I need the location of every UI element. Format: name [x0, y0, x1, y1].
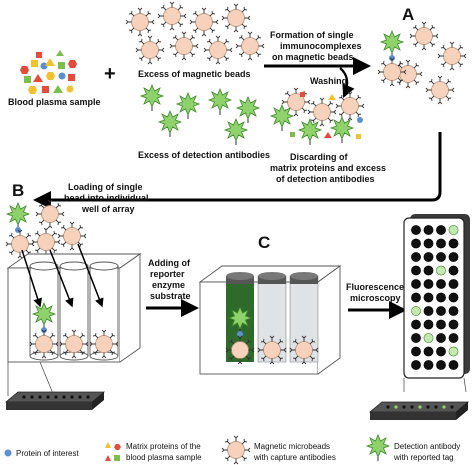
dark-well — [423, 279, 434, 289]
zoom-line-d2 — [463, 377, 467, 393]
dark-well — [436, 279, 446, 289]
label-formation-2: immunocomplexes — [280, 41, 362, 51]
dark-well — [411, 225, 421, 235]
dark-well — [448, 252, 459, 262]
dark-well — [423, 360, 434, 370]
dark-well — [411, 292, 421, 303]
dark-well — [436, 346, 446, 357]
panel-label-b: B — [12, 181, 24, 200]
dark-well — [423, 346, 434, 357]
load-arrow-2 — [49, 249, 74, 308]
array-box-c — [198, 265, 342, 375]
label-excess-beads: Excess of magnetic beads — [138, 69, 251, 79]
dark-well — [411, 360, 421, 370]
legend-beads-2: with capture antibodies — [253, 453, 336, 462]
immunocomplex-cluster — [377, 21, 467, 105]
label-discard-2: matrix proteins and excess — [270, 163, 386, 173]
microplate-b-icon — [4, 391, 106, 410]
dark-well — [423, 265, 434, 276]
label-loading-3: well of array — [81, 204, 135, 214]
fluorescent-well — [423, 333, 434, 343]
legend: Protein of interest Matrix proteins of t… — [4, 434, 460, 465]
blood-plasma-cluster — [20, 50, 77, 94]
protein-icon — [4, 449, 12, 457]
fluorescent-well — [448, 346, 459, 357]
washing-mix-cluster — [270, 87, 365, 146]
plus-sign: + — [104, 63, 116, 85]
detection-antibody-icon — [366, 434, 390, 462]
return-arrow — [33, 132, 442, 209]
dark-well — [436, 225, 446, 235]
label-loading-2: bead into individual — [64, 193, 149, 203]
dark-well — [448, 238, 459, 249]
dark-well — [448, 279, 459, 289]
legend-detect-2: with reported tag — [393, 453, 454, 462]
legend-beads-1: Magnetic microbeads — [254, 442, 330, 451]
fluorescent-well — [448, 225, 459, 235]
dark-well — [423, 252, 434, 262]
microplate-d-icon — [368, 401, 470, 420]
legend-detect-1: Detection antibody — [394, 442, 460, 451]
dark-well — [423, 319, 434, 330]
legend-matrix-2: blood plasma sample — [126, 453, 202, 462]
label-adding-2: reporter — [150, 269, 185, 279]
label-adding-1: Adding of — [148, 258, 191, 268]
dark-well — [448, 360, 459, 370]
dark-well — [448, 292, 459, 303]
dark-well — [423, 292, 434, 303]
label-formation-3: on magnetic beads — [272, 52, 354, 62]
label-adding-4: substrate — [150, 291, 191, 301]
dark-well — [411, 319, 421, 330]
legend-protein: Protein of interest — [16, 449, 79, 458]
dark-well — [448, 265, 459, 276]
dark-well — [436, 252, 446, 262]
loading-beads-cluster — [5, 199, 87, 259]
matrix-protein-icon — [105, 442, 121, 461]
label-discard-3: of detection antibodies — [276, 174, 375, 184]
dark-well — [411, 265, 421, 276]
dark-well — [411, 279, 421, 289]
label-washing: Washing — [310, 76, 347, 86]
panel-label-c: C — [258, 233, 270, 252]
dark-well — [411, 346, 421, 357]
array-wells-d — [411, 225, 459, 370]
label-discard-1: Discarding of — [290, 152, 349, 162]
dark-well — [411, 333, 421, 343]
label-formation-1: Formation of single — [270, 30, 354, 40]
label-blood-plasma: Blood plasma sample — [8, 97, 101, 107]
label-adding-3: enzyme — [152, 280, 185, 290]
panel-label-a: A — [402, 5, 414, 24]
legend-matrix-1: Matrix proteins of the — [126, 442, 201, 451]
dark-well — [436, 306, 446, 316]
dark-well — [436, 360, 446, 370]
label-fluor-2: microscopy — [350, 293, 401, 303]
dark-well — [423, 238, 434, 249]
label-fluor-1: Fluorescence — [346, 282, 404, 292]
load-arrow-3 — [77, 243, 104, 308]
dark-well — [411, 238, 421, 249]
dark-well — [411, 252, 421, 262]
dark-well — [436, 238, 446, 249]
dark-well — [448, 306, 459, 316]
dark-well — [448, 333, 459, 343]
dark-well — [436, 292, 446, 303]
fluorescent-well — [436, 265, 446, 276]
dark-well — [423, 306, 434, 316]
label-excess-antibodies: Excess of detection antibodies — [138, 150, 270, 160]
label-loading-1: Loading of single — [68, 182, 143, 192]
bead-icon — [221, 435, 251, 465]
dark-well — [423, 225, 434, 235]
fluorescent-well — [411, 306, 421, 316]
washing-arrow — [339, 67, 355, 99]
zoom-line-b2 — [39, 361, 55, 397]
dark-well — [436, 319, 446, 330]
dark-well — [436, 333, 446, 343]
bead-cluster — [125, 1, 265, 65]
dark-well — [448, 319, 459, 330]
antibody-cluster — [140, 84, 260, 146]
load-arrow-1 — [21, 249, 42, 308]
